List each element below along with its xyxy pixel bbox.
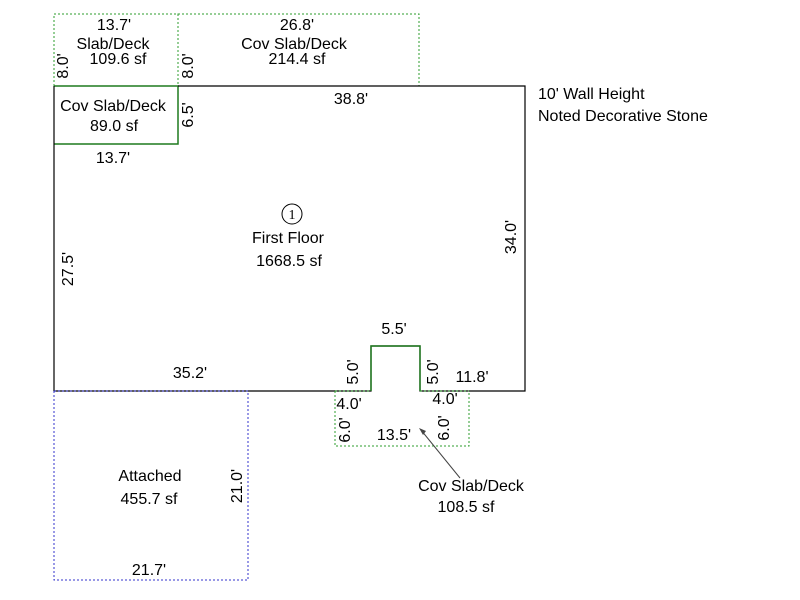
deck-front-width: 13.5' — [377, 427, 411, 444]
deck-topleft-name: Slab/Deck — [77, 36, 151, 53]
garage-width: 21.7' — [132, 562, 166, 579]
front-notch-edge — [370, 345, 421, 391]
deck-front-leader-arrow — [419, 428, 426, 435]
notch-top-dimension: 5.5' — [381, 321, 406, 338]
deck-front-area: 108.5 sf — [438, 499, 495, 516]
deck-front-right-height: 6.0' — [436, 415, 453, 440]
deck-leftporch-outline[interactable] — [54, 85, 179, 145]
porch-notch-width: 13.7' — [96, 150, 130, 167]
deck-front-outline[interactable] — [334, 391, 470, 447]
deck-topleft-area: 109.6 sf — [90, 51, 147, 68]
deck-topleft-width: 13.7' — [97, 17, 131, 34]
deck-front-left-height: 6.0' — [337, 417, 354, 442]
notch-right-dimension: 5.0' — [425, 359, 442, 384]
deck-front-left-width: 4.0' — [336, 396, 361, 413]
garage-area: 455.7 sf — [121, 491, 178, 508]
first-floor-area: 1668.5 sf — [256, 253, 322, 270]
house-bottom-right-dimension: 11.8' — [455, 369, 488, 386]
deck-front-right-width: 4.0' — [432, 391, 457, 408]
house-right-dimension: 34.0' — [503, 220, 520, 254]
garage-height: 21.0' — [229, 469, 246, 503]
garage-name: Attached — [118, 468, 181, 485]
decorative-stone-note: Noted Decorative Stone — [538, 108, 708, 125]
porch-notch-height: 6.5' — [180, 102, 197, 127]
house-left-dimension: 27.5' — [60, 252, 77, 286]
deck-topright-name: Cov Slab/Deck — [241, 36, 348, 53]
house-bottom-left-dimension: 35.2' — [173, 365, 207, 382]
garage-outline[interactable] — [53, 390, 249, 581]
deck-topright-width: 26.8' — [280, 17, 314, 34]
floor-marker-number: 1 — [289, 208, 296, 223]
deck-topright-height: 8.0' — [180, 53, 197, 78]
wall-height-note: 10' Wall Height — [538, 86, 645, 103]
first-floor-name: First Floor — [252, 230, 325, 247]
deck-topleft-height: 8.0' — [55, 53, 72, 78]
deck-front-name: Cov Slab/Deck — [418, 478, 525, 495]
deck-front-leader-line — [420, 429, 461, 479]
house-top-dimension: 38.8' — [334, 91, 368, 108]
deck-leftporch-area: 89.0 sf — [90, 118, 139, 135]
deck-leftporch-name: Cov Slab/Deck — [60, 98, 167, 115]
floor-marker-circle — [281, 203, 303, 225]
notch-left-dimension: 5.0' — [345, 359, 362, 384]
deck-topright-area: 214.4 sf — [269, 51, 326, 68]
